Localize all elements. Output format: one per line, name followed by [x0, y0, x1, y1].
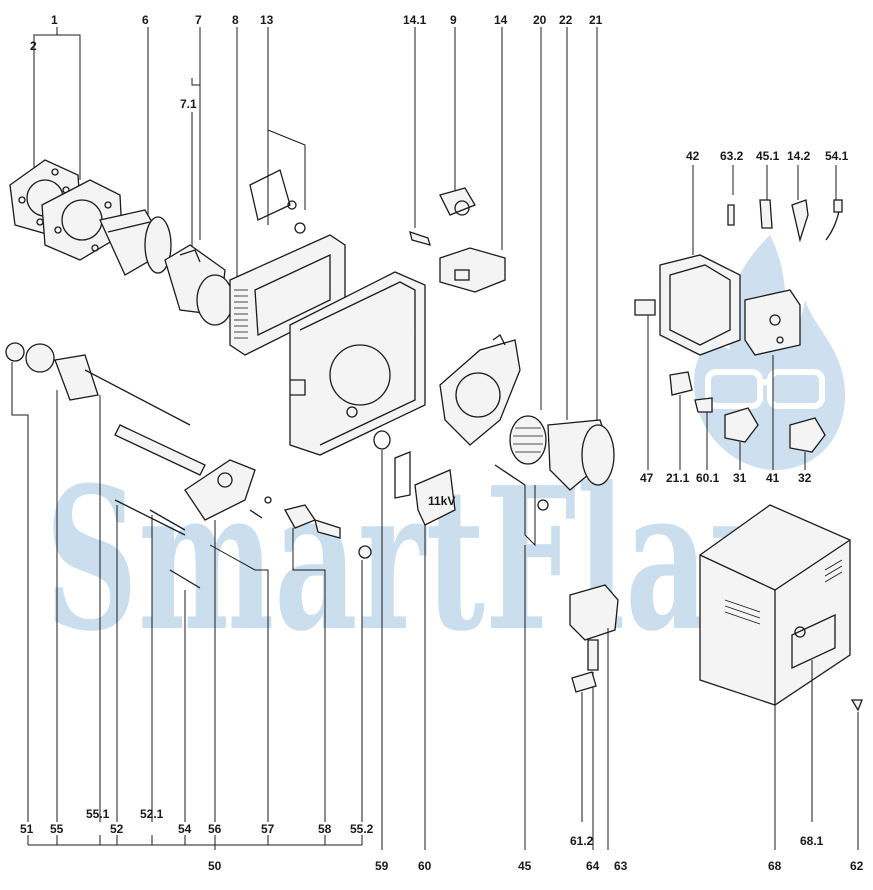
part-62-screw [850, 699, 863, 850]
part-21-1-sensor [669, 371, 693, 470]
label-64: 64 [586, 859, 600, 873]
part-32-plug [789, 417, 826, 470]
burner-housing [289, 271, 426, 456]
part-7-intake [164, 244, 234, 326]
part-68-cover [699, 504, 851, 850]
label-6: 6 [142, 13, 149, 27]
part-6-blast-tube [99, 209, 172, 276]
label-8: 8 [232, 13, 239, 27]
label-7-1: 7.1 [180, 97, 197, 111]
glasses-icon [705, 369, 825, 409]
label-50: 50 [208, 859, 222, 873]
part-20-fan [509, 415, 547, 465]
part-59-oring [373, 430, 391, 850]
part-31-plug [724, 407, 759, 470]
flame-icon [694, 235, 845, 470]
leaders-top-middle [414, 27, 598, 440]
label-61-2: 61.2 [570, 834, 594, 848]
label-55: 55 [50, 822, 64, 836]
label-60: 60 [418, 859, 432, 873]
label-1: 1 [51, 13, 58, 27]
part-64-fitting [587, 639, 599, 850]
part-57-fitting [209, 496, 272, 822]
label-32: 32 [798, 471, 812, 485]
label-56: 56 [208, 822, 222, 836]
motor-flange-plate [439, 334, 521, 446]
group-50-bracket [27, 835, 363, 850]
part-45-rod [494, 464, 549, 547]
label-13: 13 [260, 13, 274, 27]
part-60-transformer: 11kV [394, 451, 456, 850]
label-21: 21 [589, 13, 603, 27]
label-51: 51 [20, 822, 34, 836]
label-47: 47 [640, 471, 654, 485]
label-14-1: 14.1 [403, 13, 427, 27]
label-14-2: 14.2 [787, 149, 811, 163]
part-61-2-valve [571, 671, 597, 822]
part-58-nozzle [284, 504, 341, 822]
part-54-1-cable [825, 199, 843, 241]
transformer-mark: 11kV [428, 494, 455, 508]
part-52-1-electrode [149, 509, 186, 822]
label-2: 2 [30, 39, 37, 53]
leaders-top-left [33, 27, 306, 290]
label-21-1: 21.1 [666, 471, 690, 485]
part-14-2-plug [791, 199, 809, 243]
label-7: 7 [195, 13, 202, 27]
label-41: 41 [766, 471, 780, 485]
label-57: 57 [261, 822, 275, 836]
label-63: 63 [614, 859, 628, 873]
part-55-1-rod [84, 369, 191, 822]
part-60-1-cable [694, 397, 713, 470]
part-14-1-pin [409, 231, 431, 246]
part-63-2-wire [727, 204, 735, 226]
label-54: 54 [178, 822, 192, 836]
label-20: 20 [533, 13, 547, 27]
label-14: 14 [494, 13, 508, 27]
label-45: 45 [518, 859, 532, 873]
part-56-diffuser [184, 459, 256, 822]
label-55-1: 55.1 [86, 807, 110, 821]
part-13-damper [249, 169, 306, 234]
label-55-2: 55.2 [350, 822, 374, 836]
leaders-top-right [692, 165, 837, 255]
label-45-1: 45.1 [756, 149, 780, 163]
label-52: 52 [110, 822, 124, 836]
label-68-1: 68.1 [800, 834, 824, 848]
label-68: 68 [768, 859, 782, 873]
label-31: 31 [733, 471, 747, 485]
callout-labels: 1 2 6 7 7.1 8 13 14.1 9 14 20 22 21 42 6… [20, 13, 864, 873]
part-63-pump [569, 584, 619, 850]
label-63-2: 63.2 [720, 149, 744, 163]
label-54-1: 54.1 [825, 149, 849, 163]
part-41-cover [744, 289, 801, 470]
label-59: 59 [375, 859, 389, 873]
label-62: 62 [850, 859, 864, 873]
label-58: 58 [318, 822, 332, 836]
part-47-clip [634, 299, 656, 470]
part-21-motor [547, 419, 615, 491]
part-51-disc [5, 342, 29, 822]
part-42-control-unit [659, 254, 741, 356]
label-60-1: 60.1 [696, 471, 720, 485]
label-22: 22 [559, 13, 573, 27]
part-55-2-plug [358, 545, 372, 822]
part-45-1-connector [759, 199, 773, 229]
part-54-probe [169, 569, 201, 822]
part-55-head [25, 343, 99, 822]
label-42: 42 [686, 149, 700, 163]
part-14-connector [439, 247, 506, 293]
part-9-pressure-regulator [439, 187, 476, 216]
part-52-tube [114, 424, 206, 822]
label-52-1: 52.1 [140, 807, 164, 821]
label-9: 9 [450, 13, 457, 27]
part-68-1-window [791, 613, 836, 822]
